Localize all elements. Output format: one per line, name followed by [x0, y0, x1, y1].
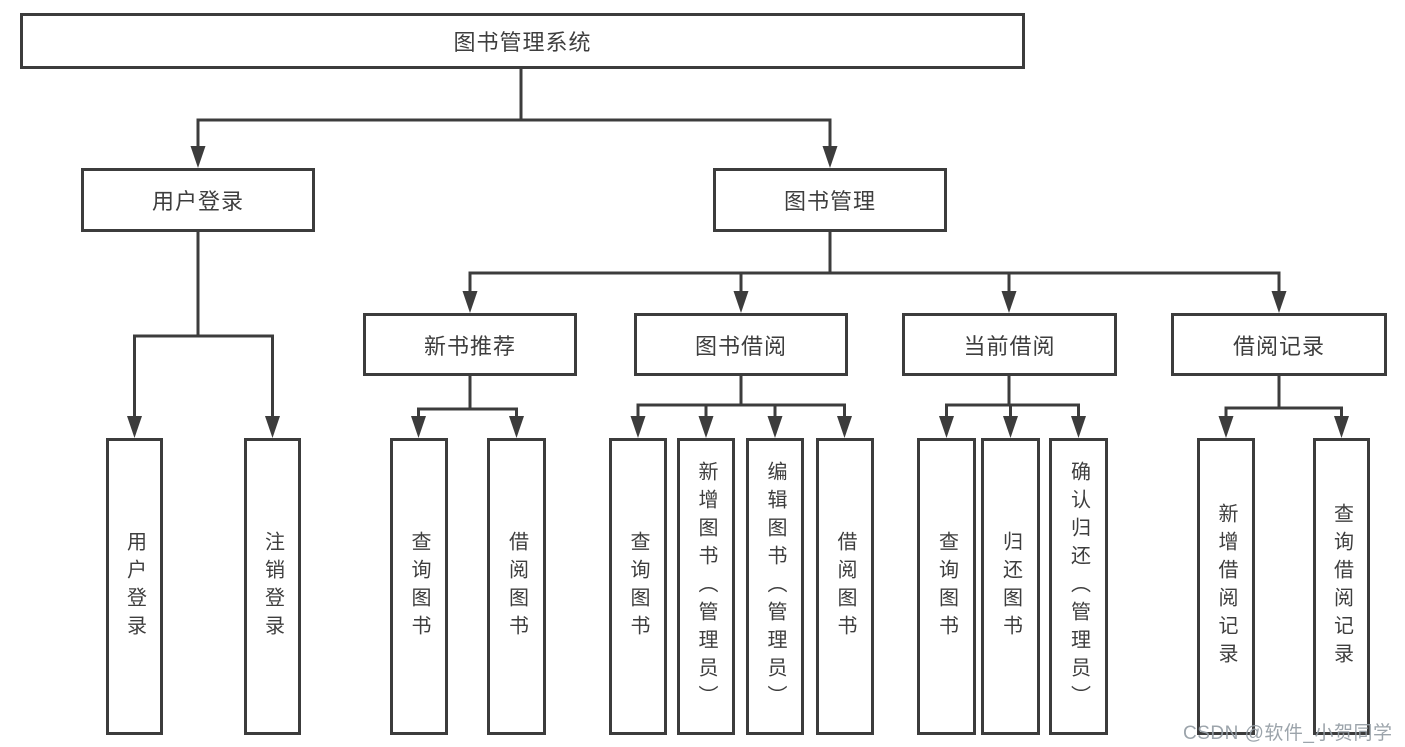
node-book-borrow-label: 图书借阅 — [694, 333, 787, 359]
leaf-add-books-admin-label: 新增图书（管理员） — [695, 460, 717, 713]
node-new-book-rec-label: 新书推荐 — [423, 333, 516, 359]
node-user-login-label: 用户登录 — [151, 189, 244, 214]
node-book-borrow: 图书借阅 — [634, 313, 848, 376]
leaf-edit-books-admin-label: 编辑图书（管理员） — [764, 460, 786, 713]
node-current-borrow: 当前借阅 — [902, 313, 1117, 376]
leaf-query-books-current: 查询图书 — [917, 438, 976, 735]
node-root-label: 图书管理系统 — [453, 30, 592, 55]
leaf-query-books-borrow-label: 查询图书 — [627, 530, 649, 643]
leaf-logout: 注销登录 — [244, 438, 301, 735]
arrowhead-leaf-a2 — [265, 416, 280, 438]
arrowhead-new-book-rec — [462, 291, 478, 313]
arrowhead-leaf-b1 — [411, 416, 426, 438]
arrowhead-borrow-records — [1271, 291, 1287, 313]
leaf-add-borrow-record: 新增借阅记录 — [1197, 438, 1255, 735]
node-current-borrow-label: 当前借阅 — [963, 333, 1056, 359]
node-root: 图书管理系统 — [20, 13, 1025, 69]
leaf-borrow-books-rec-label: 借阅图书 — [505, 530, 528, 643]
leaf-query-books-rec-label: 查询图书 — [408, 530, 430, 643]
leaf-add-books-admin: 新增图书（管理员） — [677, 438, 735, 735]
arrowhead-book-borrow — [733, 291, 749, 313]
node-new-book-rec: 新书推荐 — [363, 313, 577, 376]
arrowhead-leaf-e2 — [1334, 416, 1349, 438]
node-book-mgmt-label: 图书管理 — [783, 189, 876, 214]
leaf-user-login-label: 用户登录 — [123, 530, 146, 643]
node-book-mgmt: 图书管理 — [713, 168, 947, 232]
arrowhead-leaf-d3 — [1071, 416, 1086, 438]
leaf-query-books-current-label: 查询图书 — [935, 530, 958, 643]
leaf-query-borrow-record-label: 查询借阅记录 — [1330, 502, 1353, 671]
arrowhead-leaf-c4 — [837, 416, 852, 438]
leaf-borrow-books-rec: 借阅图书 — [487, 438, 546, 735]
arrowhead-leaf-b2 — [509, 416, 524, 438]
node-user-login: 用户登录 — [81, 168, 315, 232]
leaf-query-borrow-record: 查询借阅记录 — [1313, 438, 1370, 735]
leaf-user-login: 用户登录 — [106, 438, 163, 735]
csdn-watermark: CSDN @软件_小贺同学 — [1183, 723, 1393, 744]
arrowhead-leaf-e1 — [1218, 416, 1234, 438]
leaf-return-books: 归还图书 — [981, 438, 1040, 735]
leaf-add-borrow-record-label: 新增借阅记录 — [1215, 502, 1237, 671]
arrowhead-leaf-d1 — [939, 416, 954, 438]
leaf-query-books-rec: 查询图书 — [390, 438, 448, 735]
leaf-query-books-borrow: 查询图书 — [609, 438, 667, 735]
arrowhead-leaf-c1 — [630, 416, 646, 438]
leaf-return-books-label: 归还图书 — [999, 530, 1022, 643]
arrowhead-user-login — [190, 146, 206, 168]
arrowhead-leaf-d2 — [1003, 416, 1018, 438]
arrowhead-book-mgmt — [822, 146, 838, 168]
leaf-confirm-return-admin: 确认归还（管理员） — [1049, 438, 1108, 735]
node-borrow-records: 借阅记录 — [1171, 313, 1387, 376]
leaf-borrow-books: 借阅图书 — [816, 438, 874, 735]
arrowhead-leaf-c3 — [767, 416, 783, 438]
node-borrow-records-label: 借阅记录 — [1232, 333, 1325, 359]
arrowhead-current-borrow — [1001, 291, 1017, 313]
arrowhead-leaf-c2 — [698, 416, 714, 438]
arrowhead-leaf-a1 — [127, 416, 142, 438]
leaf-logout-label: 注销登录 — [261, 530, 284, 643]
leaf-confirm-return-admin-label: 确认归还（管理员） — [1067, 460, 1090, 713]
leaf-edit-books-admin: 编辑图书（管理员） — [746, 438, 804, 735]
leaf-borrow-books-label: 借阅图书 — [834, 530, 856, 643]
